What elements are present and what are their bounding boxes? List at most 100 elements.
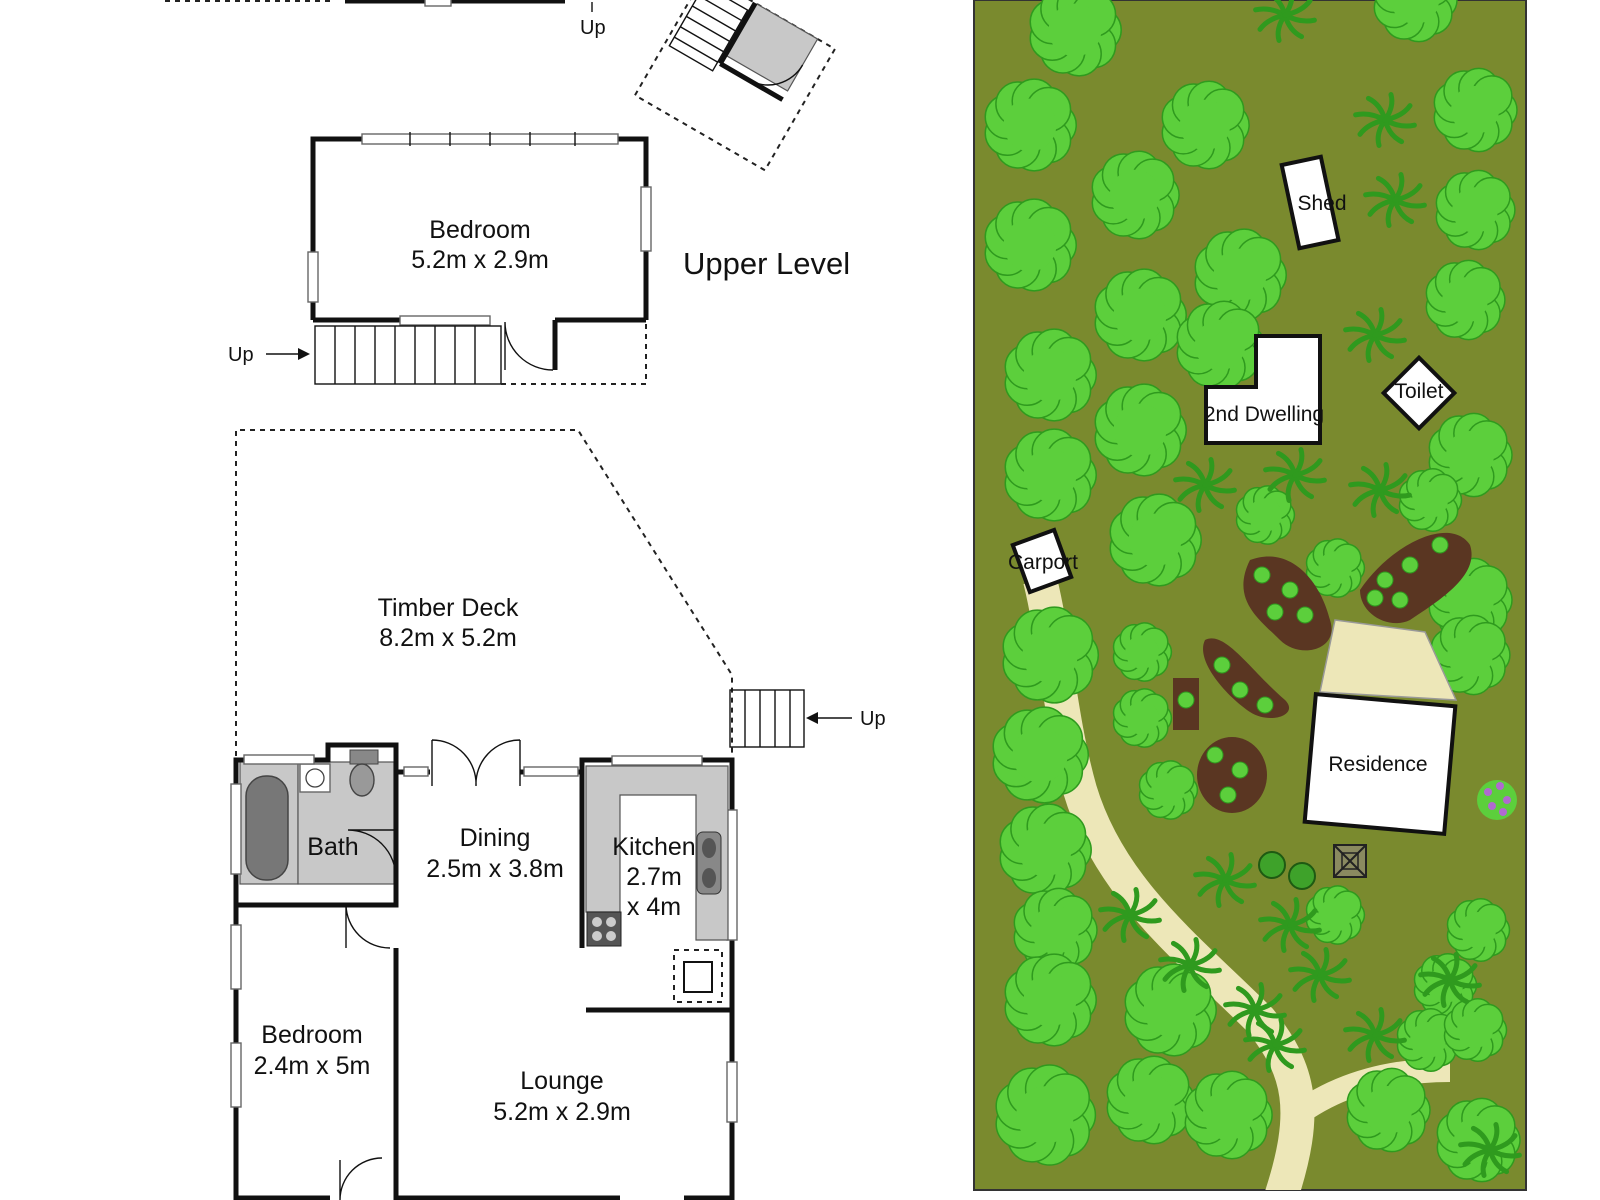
bath-name: Bath <box>307 833 358 861</box>
tree-icon <box>995 1064 1097 1166</box>
stair-label-deck: Up <box>860 708 886 730</box>
palm-icon <box>1263 447 1327 503</box>
lower-level: Bath Dining 2.5m x 3.8m Kitchen 2 <box>230 739 738 1200</box>
palm-icon <box>1253 0 1317 43</box>
tree-icon <box>1433 67 1518 153</box>
upper-bedroom-name: Bedroom <box>429 216 530 244</box>
palm-icon <box>1158 937 1222 993</box>
palm-icon <box>1223 982 1287 1038</box>
palm-icon <box>1173 457 1237 513</box>
lounge-name: Lounge <box>520 1067 603 1095</box>
tree-icon <box>1176 300 1265 390</box>
tree-icon <box>1004 953 1097 1047</box>
palm-icon <box>1363 172 1427 228</box>
top-partial-structure: Up <box>165 0 606 39</box>
bed-plant-icon <box>1177 691 1195 709</box>
deck-name: Timber Deck <box>378 594 519 622</box>
bed-flowers <box>1177 536 1449 804</box>
tree-icon <box>1396 1008 1461 1072</box>
palm-icon <box>1343 307 1407 363</box>
arrow-icon <box>806 712 852 724</box>
kitchen-size-a: 2.7m <box>626 863 682 891</box>
tree-icon <box>1124 963 1217 1057</box>
dining-size: 2.5m x 3.8m <box>426 855 564 883</box>
small-shrub-icon <box>1288 862 1316 890</box>
toilet-building <box>1380 354 1458 432</box>
tree-icon <box>1305 538 1366 598</box>
tree-icon <box>1398 468 1463 532</box>
tree-icon <box>1435 169 1516 251</box>
bed-plant-icon <box>1376 571 1394 589</box>
patio-area <box>1319 619 1458 701</box>
tree-icon <box>1106 1055 1195 1145</box>
tree-icon <box>1446 898 1511 962</box>
rotated-landing-stair <box>633 0 837 172</box>
tree-icon <box>1184 1070 1273 1160</box>
tree-icon <box>1094 383 1187 477</box>
toilet-label: Toilet <box>1394 380 1443 403</box>
planter-box-icon <box>1333 844 1367 878</box>
lounge-size: 5.2m x 2.9m <box>493 1098 631 1126</box>
upper-bedroom-size: 5.2m x 2.9m <box>411 246 549 274</box>
lower-bedroom-size: 2.4m x 5m <box>254 1052 371 1080</box>
carport-label: Carport <box>1008 551 1078 574</box>
tree-icon <box>992 706 1090 804</box>
tree-icon <box>1002 606 1100 704</box>
palm-icon <box>1193 852 1257 908</box>
upper-level: Bedroom 5.2m x 2.9m Upper Level Up <box>228 132 850 385</box>
second-dwelling-building <box>1204 334 1322 445</box>
carport-building <box>1010 527 1074 595</box>
palm-icon <box>1098 887 1162 943</box>
tree-icon <box>1443 998 1508 1062</box>
bed-plant-icon <box>1231 761 1249 779</box>
palm-icon <box>1343 1007 1407 1063</box>
bed-plant-icon <box>1431 536 1449 554</box>
palm-icon <box>1288 947 1352 1003</box>
arrow-icon <box>266 348 310 360</box>
deck-size: 8.2m x 5.2m <box>379 624 517 652</box>
tree-icon <box>1428 412 1513 498</box>
dining-name: Dining <box>460 824 531 852</box>
bed-plant-icon <box>1266 603 1284 621</box>
palm-group <box>1098 0 1522 1178</box>
bed-plant-icon <box>1296 606 1314 624</box>
tree-icon <box>1346 1067 1431 1153</box>
bed-plant-icon <box>1253 566 1271 584</box>
bed-plant-icon <box>1256 696 1274 714</box>
palm-icon <box>1258 897 1322 953</box>
tree-icon <box>1004 428 1097 522</box>
palm-icon <box>1458 1122 1522 1178</box>
tree-icon <box>1029 0 1122 77</box>
tree-icon <box>1430 614 1511 696</box>
tree-icon <box>1004 328 1097 422</box>
timber-deck: Timber Deck 8.2m x 5.2m Up <box>235 429 886 756</box>
flowering-shrub-icon <box>1477 780 1517 820</box>
upper-level-label: Upper Level <box>683 246 850 281</box>
bed-plant-icon <box>1366 589 1384 607</box>
shed-building <box>1279 154 1341 251</box>
palm-icon <box>1243 1017 1307 1073</box>
bed-plant-icon <box>1401 556 1419 574</box>
bed-plant-icon <box>1281 581 1299 599</box>
bed-plant-icon <box>1219 786 1237 804</box>
kitchen-size-b: x 4m <box>627 893 681 921</box>
tree-group <box>984 0 1521 1183</box>
tree-icon <box>1235 485 1296 545</box>
bed-plant-icon <box>1213 656 1231 674</box>
tree-icon <box>1112 622 1173 682</box>
site-plan: Shed 2nd Dwelling Toilet Carport Residen… <box>973 0 1527 1191</box>
small-shrub-icon <box>1258 851 1286 879</box>
tree-icon <box>1091 150 1180 240</box>
floor-plan: Up <box>165 0 886 1200</box>
residence-label: Residence <box>1328 753 1427 776</box>
tree-icon <box>1138 760 1199 820</box>
palm-icon <box>1418 952 1482 1008</box>
lower-bedroom-name: Bedroom <box>261 1021 362 1049</box>
bed-plant-icon <box>1391 591 1409 609</box>
second-dwelling-label: 2nd Dwelling <box>1204 403 1324 426</box>
tree-icon <box>1425 259 1506 341</box>
tree-icon <box>1094 268 1187 362</box>
palm-icon <box>1348 462 1412 518</box>
